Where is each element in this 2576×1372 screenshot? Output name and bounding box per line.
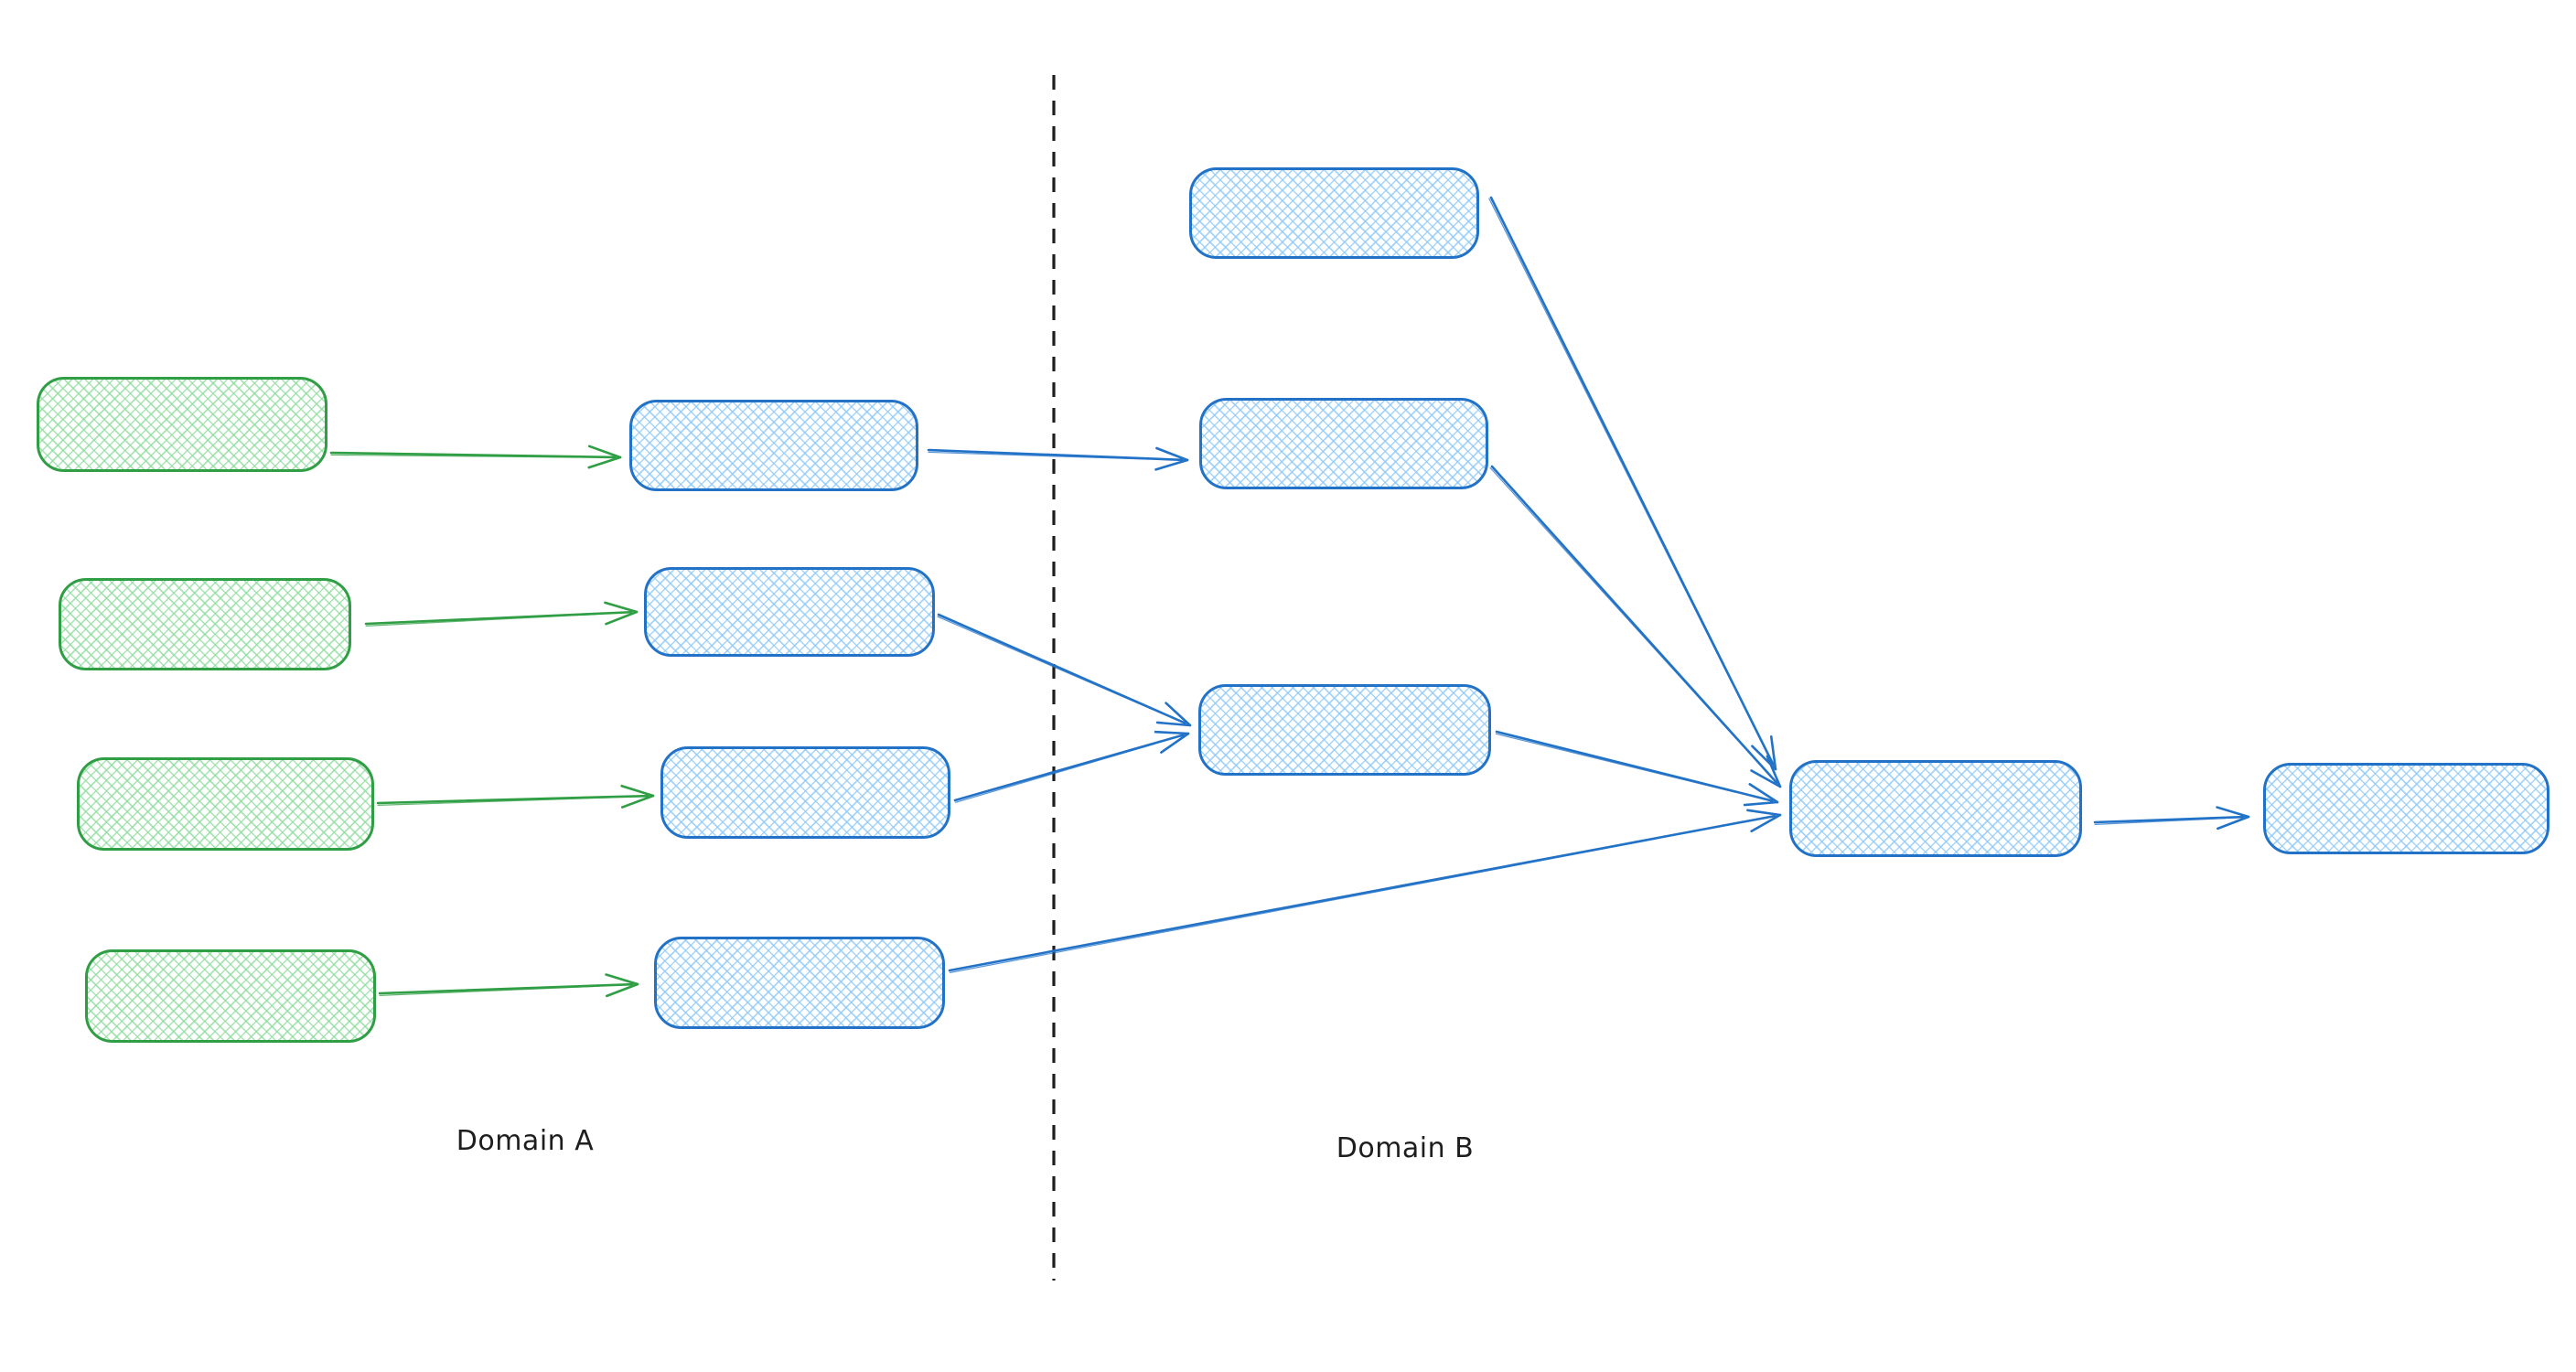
- domain-b-label: Domain B: [1336, 1132, 1475, 1164]
- node-domain-a-source-2: [59, 578, 351, 670]
- node-domain-a-stage-3: [660, 746, 950, 839]
- node-domain-b-node-1: [1189, 167, 1479, 259]
- node-domain-a-stage-1: [629, 400, 918, 491]
- node-domain-a-stage-4: [654, 937, 945, 1029]
- node-domain-b-node-3: [1198, 684, 1491, 776]
- node-domain-b-output: [2263, 763, 2549, 854]
- domain-a-label: Domain A: [456, 1125, 595, 1157]
- node-domain-a-stage-2: [644, 567, 935, 657]
- node-domain-b-merge: [1789, 760, 2082, 857]
- node-domain-a-source-3: [77, 757, 374, 851]
- node-domain-a-source-1: [37, 377, 327, 472]
- node-domain-a-source-4: [85, 949, 376, 1043]
- node-domain-b-node-2: [1199, 398, 1488, 489]
